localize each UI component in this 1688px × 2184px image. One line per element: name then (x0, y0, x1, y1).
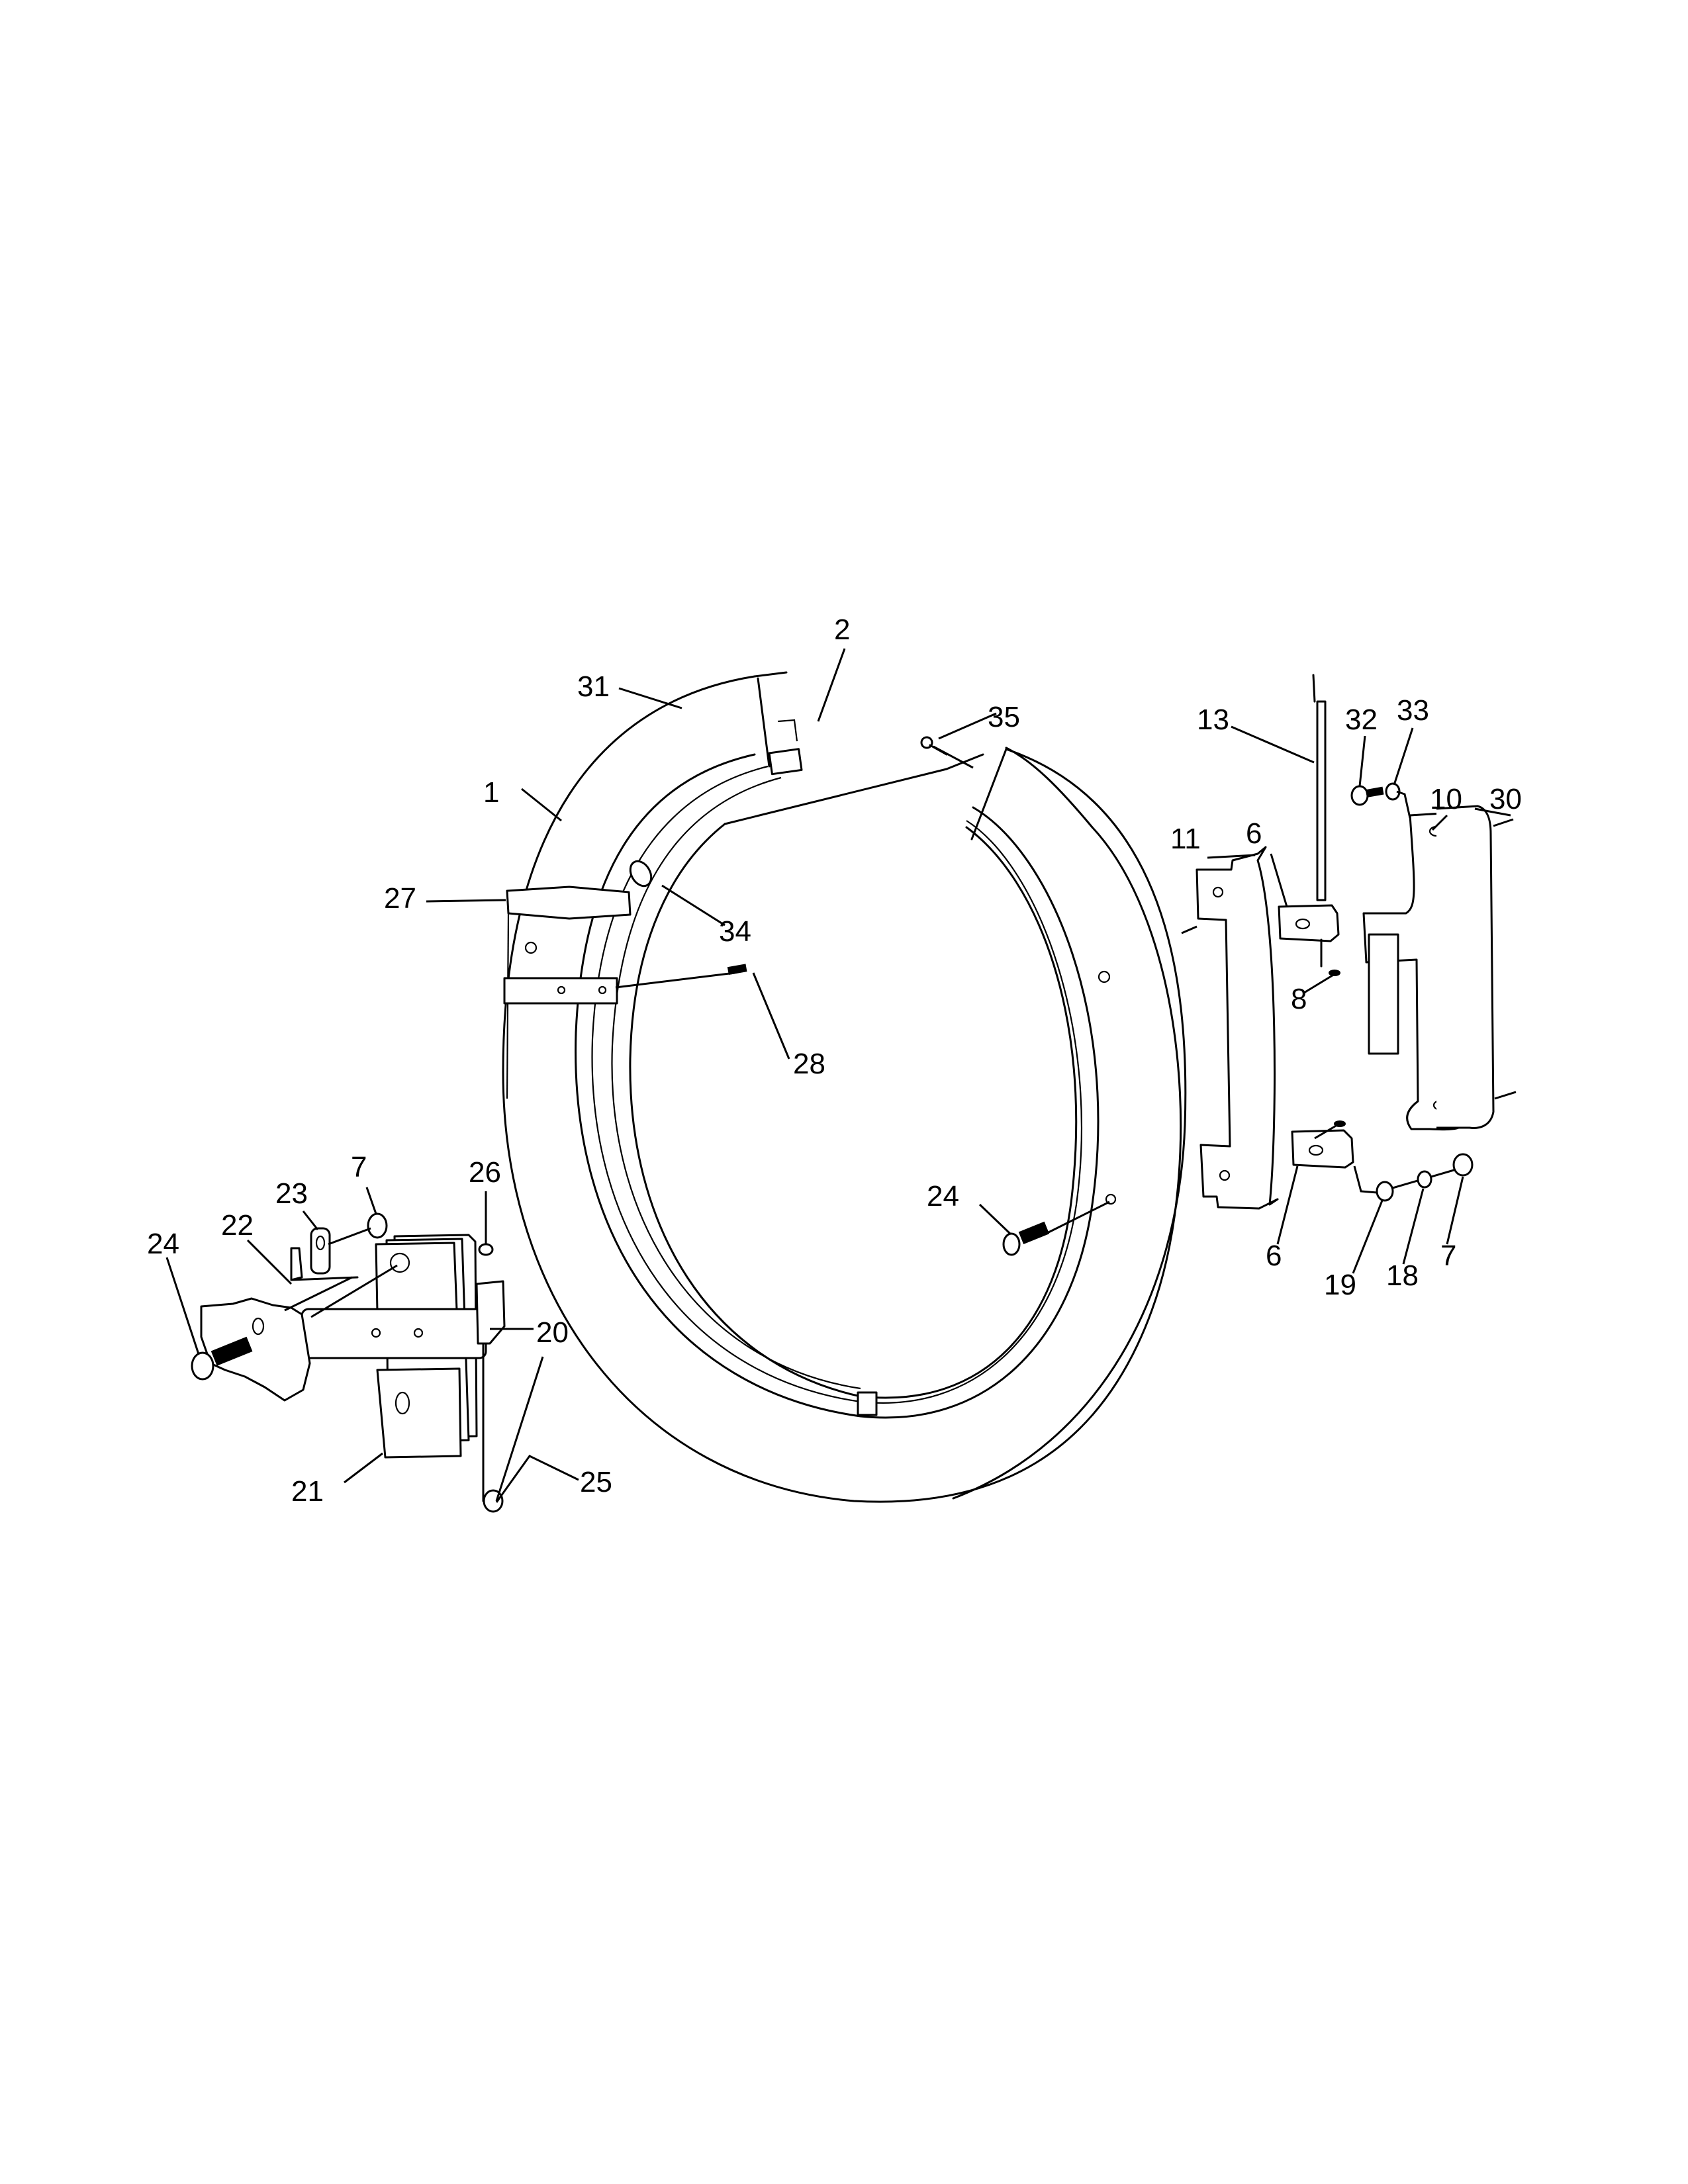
callout-25: 25 (580, 1466, 612, 1498)
callout-33: 33 (1397, 694, 1429, 727)
callout-18: 18 (1386, 1259, 1419, 1292)
part-6-hinge-block-upper (1278, 904, 1340, 942)
part-32-screw (1350, 785, 1384, 806)
callout-7-right: 7 (1440, 1240, 1456, 1272)
callout-27: 27 (384, 882, 416, 915)
callout-28: 28 (793, 1048, 825, 1080)
latch-assembly-left (191, 1212, 506, 1513)
callout-1: 1 (483, 776, 499, 809)
callout-30: 30 (1489, 783, 1522, 815)
callout-26: 26 (469, 1156, 501, 1189)
ring-hole-upper (1098, 970, 1111, 983)
leader-lines (165, 648, 1511, 1503)
callout-34: 34 (719, 915, 751, 948)
callout-24-left: 24 (147, 1228, 179, 1260)
callout-24-center: 24 (927, 1180, 959, 1212)
parts-19-18-7-washers-nut (1353, 1153, 1474, 1202)
callout-23: 23 (275, 1177, 308, 1210)
callout-2: 2 (834, 614, 850, 646)
part-27-hinge-block (506, 886, 632, 1099)
ring-bottom-nut (857, 1391, 878, 1416)
door-ring (502, 675, 1187, 1503)
callout-19: 19 (1324, 1269, 1356, 1301)
callout-22: 22 (221, 1209, 254, 1242)
callout-35: 35 (988, 701, 1020, 733)
part-34-clip (629, 860, 653, 887)
callout-8: 8 (1291, 983, 1307, 1015)
ring-hole-lower (1105, 1193, 1117, 1205)
callout-10: 10 (1430, 783, 1462, 815)
callout-31: 31 (577, 670, 610, 703)
callout-32: 32 (1345, 704, 1378, 736)
part-13-hinge-pin (1312, 674, 1327, 968)
callout-11: 11 (1170, 823, 1201, 855)
callout-6-upper: 6 (1246, 817, 1262, 850)
part-28-bracket (503, 941, 747, 1005)
part-8-washers (1329, 970, 1346, 1127)
callout-21: 21 (291, 1475, 324, 1508)
part-2-clip (753, 671, 803, 776)
part-24-screw-center (1002, 1201, 1110, 1256)
callout-7-left: 7 (351, 1151, 367, 1183)
part-35-screw (920, 736, 974, 769)
callout-20: 20 (536, 1316, 569, 1349)
callout-13: 13 (1197, 704, 1229, 736)
callout-6-lower: 6 (1266, 1240, 1282, 1272)
part-11-hinge-plate (1181, 846, 1279, 1210)
part-30-cover (1436, 805, 1517, 1129)
part-33-washer (1385, 782, 1411, 819)
callout-labels: 1 2 31 35 34 27 28 13 32 33 10 30 11 6 8… (147, 614, 1522, 1508)
part-6-hinge-block-lower (1291, 1129, 1354, 1169)
